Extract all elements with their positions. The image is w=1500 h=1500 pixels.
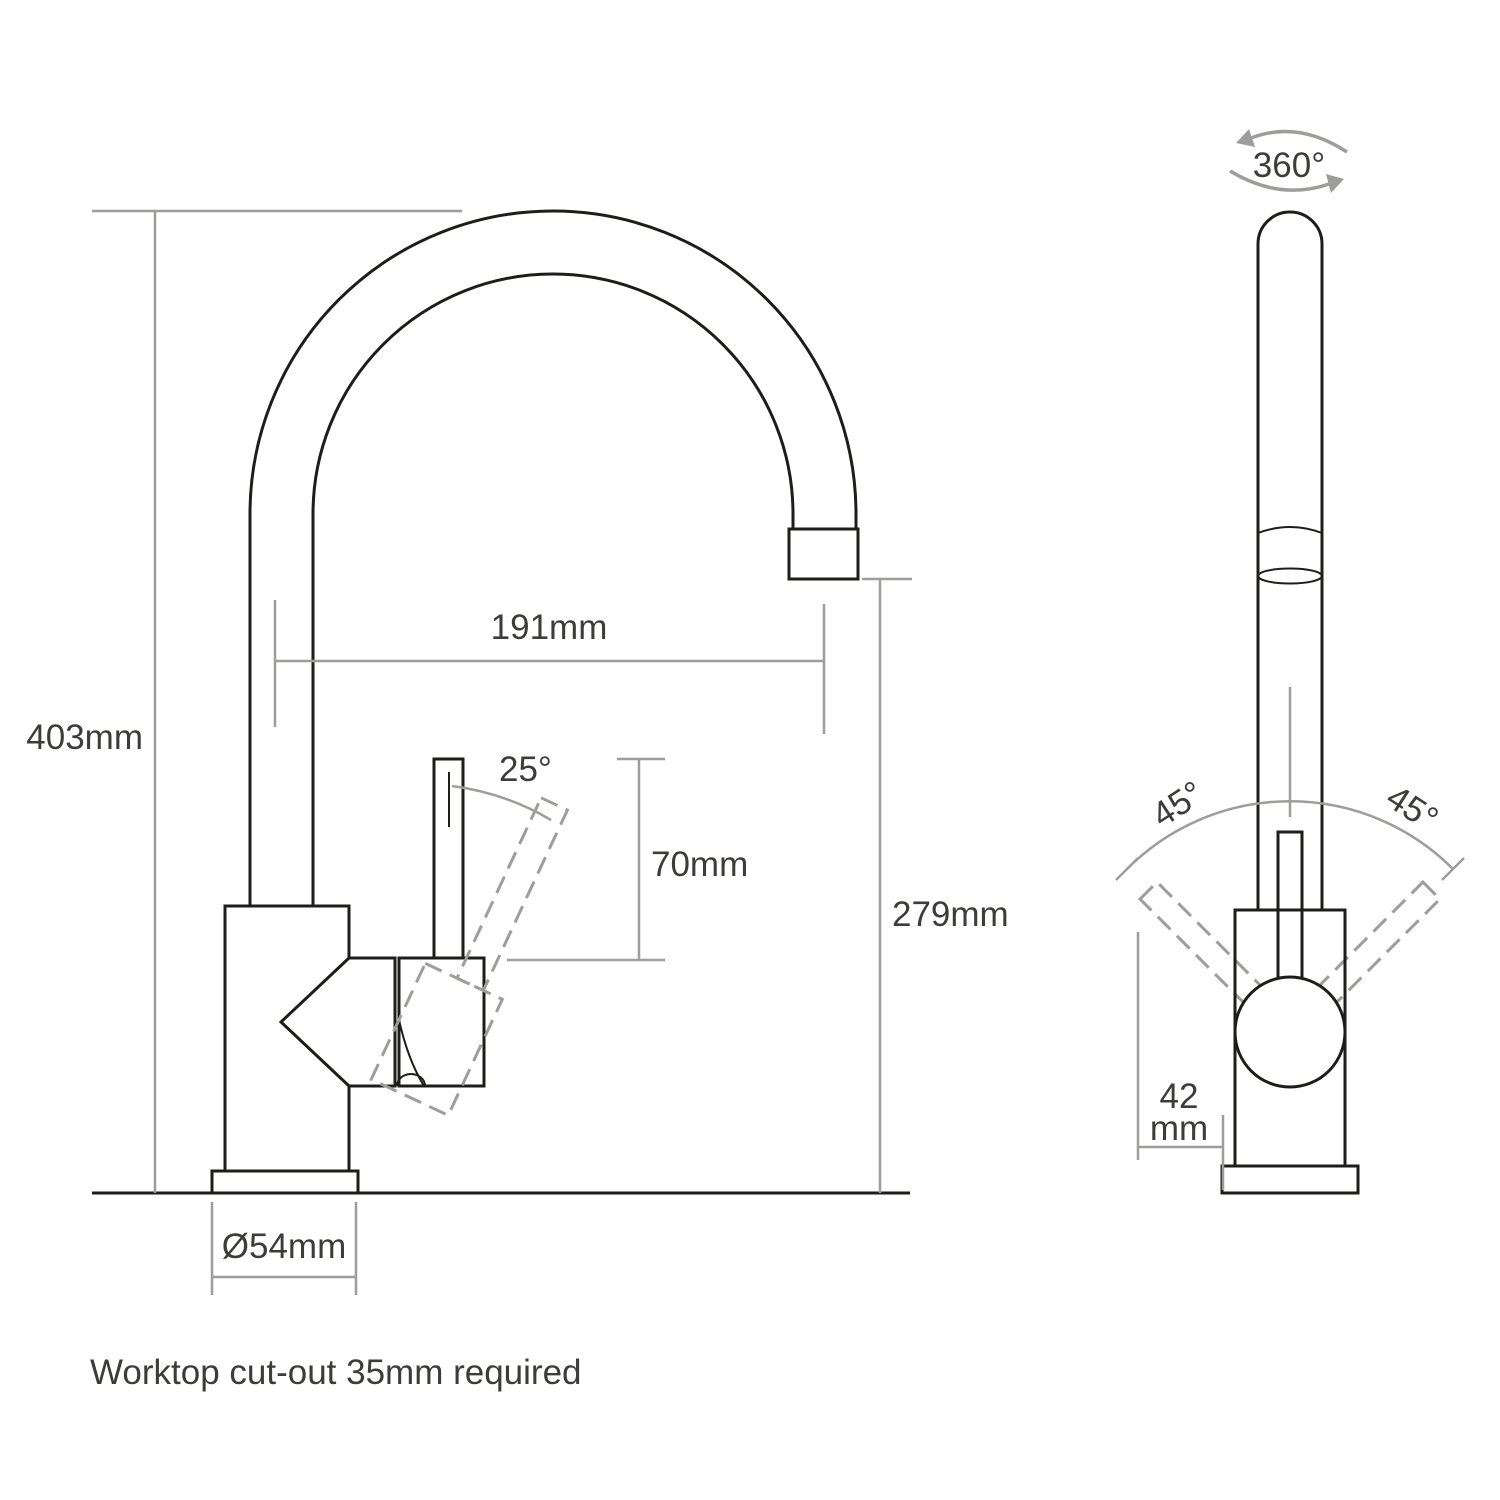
dim-tilt-arc — [451, 784, 552, 822]
handle-tilt-label: 25° — [499, 750, 552, 789]
swing-arc-tick-right — [1441, 857, 1465, 881]
handle-tilted-ghost — [369, 795, 570, 1118]
handle-joint-detail-line — [398, 1019, 425, 1087]
swing-arc-tick-left — [1115, 857, 1139, 881]
overall-height-label: 403mm — [26, 718, 143, 757]
swivel-joint-upper-arc — [1257, 526, 1323, 534]
clearance-unit-label: mm — [1150, 1109, 1208, 1148]
handle-joint-detail-arc — [396, 1073, 426, 1087]
handle-length-label: 70mm — [651, 845, 748, 884]
handle-lever-front — [1276, 830, 1304, 982]
swing-right-label: 45° — [1379, 777, 1445, 839]
swivel-arrow-top — [1250, 129, 1348, 154]
swivel-joint-ellipse — [1257, 567, 1323, 585]
side-view: 403mm 191mm 279mm 70mm 25° Ø54mm — [26, 209, 1009, 1295]
tap-base-front — [1220, 1164, 1360, 1195]
handle-swing-ghost-left — [1137, 879, 1263, 1005]
spout-tip — [787, 527, 860, 581]
handle-swing-ghost-right — [1317, 879, 1443, 1005]
handle-joint-side — [278, 956, 397, 1088]
swing-arc — [1126, 800, 1454, 870]
swivel-arrow-bottom — [1229, 169, 1330, 192]
spout-inner-edge — [311, 272, 795, 906]
swivel-arrow-right-icon — [1326, 174, 1344, 193]
handle-hub-circle — [1233, 975, 1347, 1089]
spout-outer-edge — [248, 209, 858, 906]
reach-label: 191mm — [491, 608, 608, 647]
swing-left-label: 45° — [1145, 773, 1211, 835]
swivel-arrow-left-icon — [1236, 129, 1255, 147]
front-view: 360° 45° 45° 42 mm — [1115, 129, 1465, 1195]
base-diameter-label: Ø54mm — [222, 1227, 346, 1266]
swivel-label: 360° — [1253, 146, 1325, 185]
tap-base-side — [210, 1169, 360, 1195]
spout-column-front — [1256, 210, 1324, 910]
worktop-note: Worktop cut-out 35mm required — [90, 1353, 582, 1392]
handle-base-side — [397, 956, 486, 1088]
spout-clearance-label: 279mm — [892, 895, 1009, 934]
clearance-value-label: 42 — [1160, 1077, 1199, 1116]
